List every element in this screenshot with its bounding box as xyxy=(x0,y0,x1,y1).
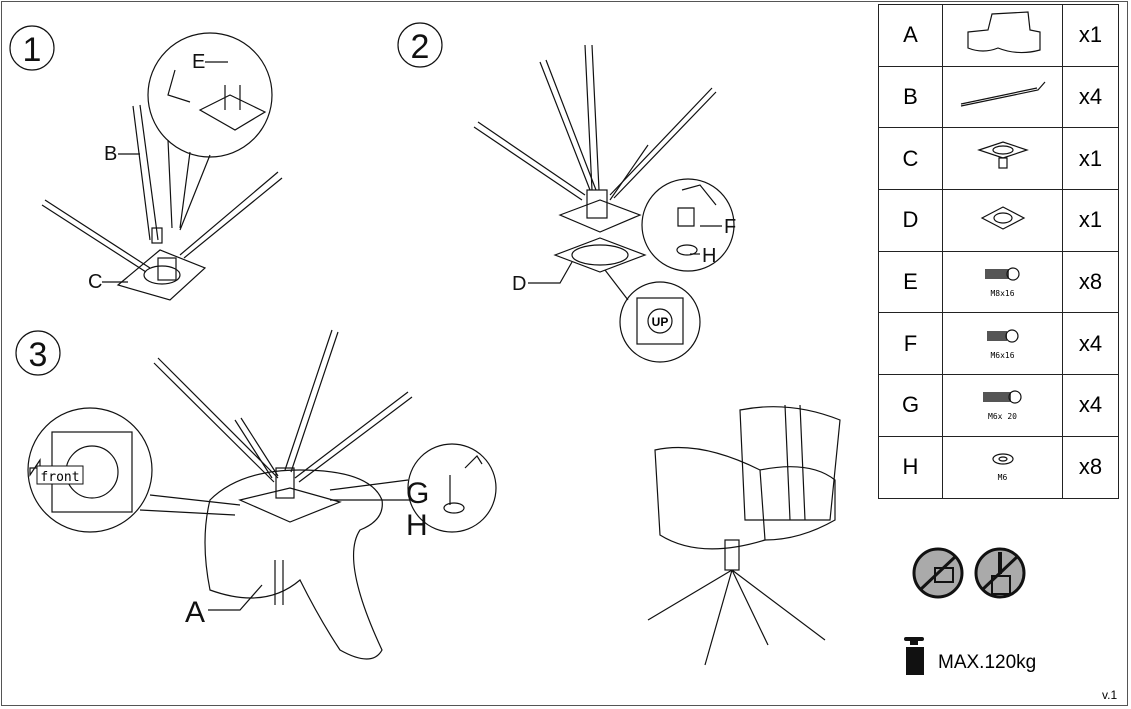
bolt-icon xyxy=(986,329,1019,343)
weight-icon xyxy=(904,637,924,675)
callout-H: H xyxy=(406,509,428,542)
callout-B: B xyxy=(104,143,117,165)
leg-frame-inverted-drawing xyxy=(473,44,717,273)
leg-icon xyxy=(960,81,1045,107)
callout-E: E xyxy=(192,51,205,73)
step-number-circle xyxy=(9,25,55,71)
step-3: 3 front G H A xyxy=(15,329,497,660)
step-number: 1 xyxy=(23,31,42,69)
callout-G: G xyxy=(406,477,429,510)
front-detail-magnifier xyxy=(27,407,153,533)
callout-C: C xyxy=(88,271,102,293)
callout-D: D xyxy=(512,273,526,295)
seat-icon xyxy=(966,11,1041,53)
detail-magnifier xyxy=(641,178,735,272)
washer-icon xyxy=(991,453,1014,465)
step-number: 2 xyxy=(411,28,430,66)
up-marking: UP xyxy=(652,315,669,329)
no-standing-warning-icon xyxy=(974,547,1026,599)
assembled-chair-drawing xyxy=(647,404,841,666)
step-1: 1 B C E xyxy=(9,25,283,301)
step-number: 3 xyxy=(29,336,48,374)
max-load-label: MAX.120kg xyxy=(938,652,1037,673)
leg-frame-drawing xyxy=(41,104,283,301)
swivel-plate-icon xyxy=(980,206,1025,230)
step-2: 2 F H D UP xyxy=(397,22,736,363)
leg-bracket-icon xyxy=(976,141,1029,169)
detail-magnifier xyxy=(147,32,273,158)
callout-F: F xyxy=(724,216,736,238)
front-label: front xyxy=(40,470,79,485)
version-label: v.1 xyxy=(1102,688,1118,702)
bolt-icon xyxy=(982,390,1022,405)
bolt-icon xyxy=(984,267,1020,281)
callout-A: A xyxy=(185,596,205,629)
detail-magnifier xyxy=(407,443,497,533)
no-climbing-warning-icon xyxy=(912,547,964,599)
up-detail-magnifier xyxy=(619,281,701,363)
seat-with-frame-drawing xyxy=(153,329,413,660)
callout-H: H xyxy=(702,245,716,267)
